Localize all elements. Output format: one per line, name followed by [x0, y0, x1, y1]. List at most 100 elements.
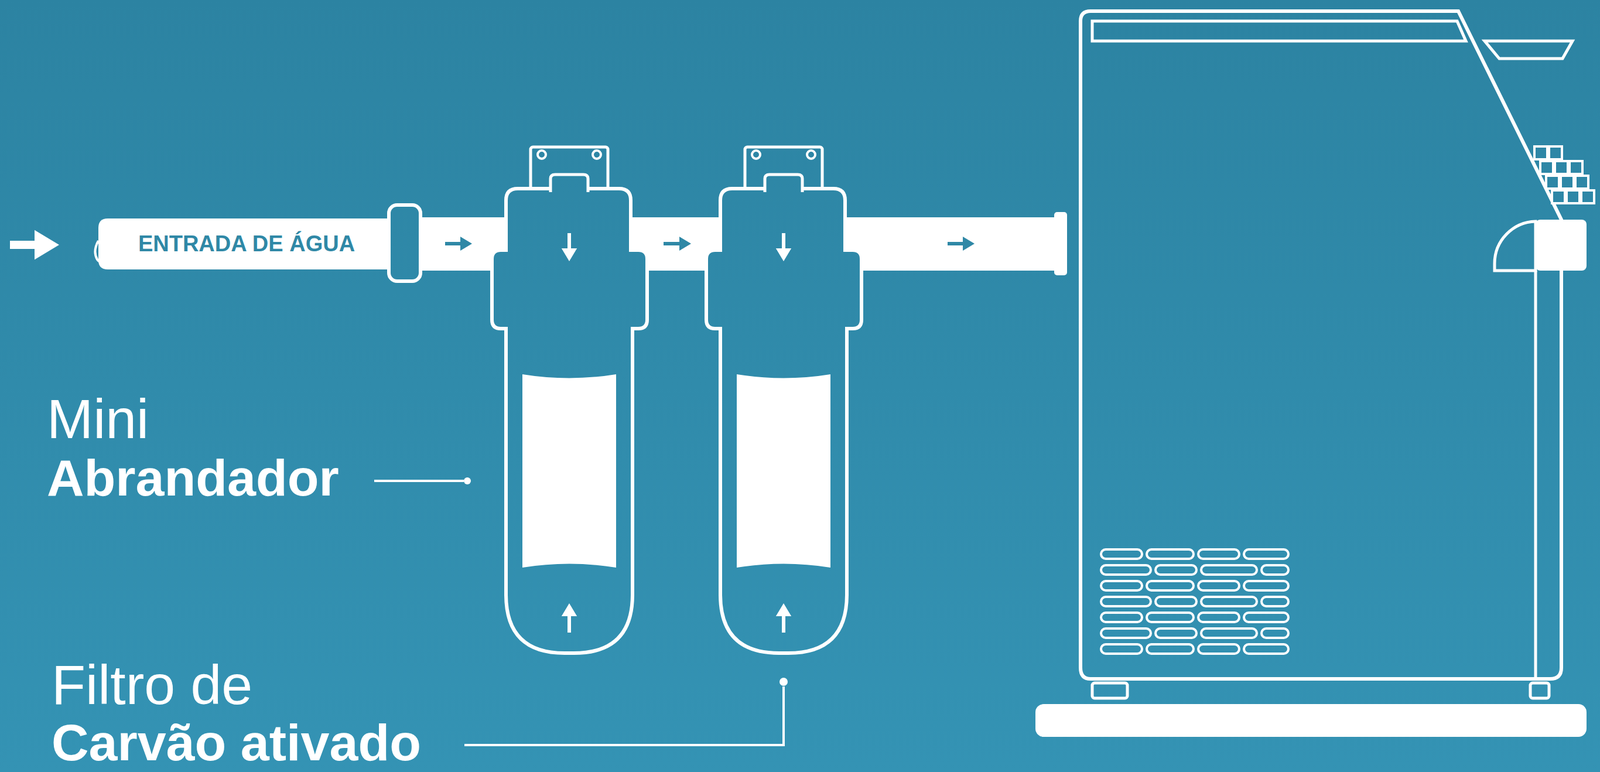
hose-body: [98, 218, 388, 270]
ice-cube: [1549, 146, 1562, 160]
vent-slot: [1101, 644, 1143, 654]
mounting-bracket: [744, 146, 823, 193]
softener-filter: [491, 146, 648, 654]
vent-slot: [1261, 596, 1289, 607]
flow-arrow-up-shaft: [567, 616, 572, 633]
leader-dot: [463, 477, 471, 485]
vent-slot: [1155, 596, 1197, 607]
vent-slot: [1155, 565, 1197, 575]
vent-slot: [1146, 549, 1194, 559]
flow-arrow-up: [561, 603, 577, 633]
flow-arrow-up-head: [775, 603, 792, 617]
vent-slot: [1243, 580, 1289, 591]
vent-slot: [1155, 628, 1197, 638]
bracket-screw: [807, 150, 816, 159]
hose-drip: [94, 240, 104, 262]
vent-slot: [1261, 628, 1289, 638]
inlet-arrow-head: [34, 230, 60, 260]
dispenser-box: [1535, 219, 1587, 271]
water-inlet-hose: ENTRADA DE ÁGUA: [93, 217, 388, 271]
ice-cube: [1566, 190, 1580, 204]
flow-arrow-down-head: [561, 248, 577, 262]
filter-cartridge: [522, 374, 617, 568]
ice-cube: [1546, 175, 1560, 189]
vent-slot: [1146, 580, 1194, 591]
vent-slot: [1198, 549, 1240, 559]
vent-slot: [1198, 644, 1240, 654]
machine-cabinet: [1080, 11, 1562, 679]
vent-slot: [1101, 549, 1143, 559]
vent-slot: [1201, 596, 1257, 607]
dispenser-chute: [1494, 221, 1536, 271]
pipe-flow-arrow: [947, 236, 975, 251]
flow-arrow-up-shaft: [781, 616, 786, 633]
inlet-arrow-shaft: [9, 240, 35, 249]
carbon-filter: [706, 146, 862, 654]
ice-cube: [1581, 190, 1595, 204]
ice-cube: [1551, 190, 1565, 204]
ice-cube: [1540, 161, 1554, 174]
pipe-flow-arrow-shaft: [445, 241, 461, 246]
pipe-flow-arrow: [445, 236, 473, 251]
vent-slot: [1101, 580, 1143, 591]
flow-arrow-down: [775, 233, 792, 262]
pipe-flow-arrow-head: [962, 236, 975, 251]
pipe-coupling: [388, 204, 421, 282]
housing-cap-notch: [764, 174, 803, 193]
mounting-bracket: [530, 146, 608, 193]
vent-slot: [1261, 565, 1289, 575]
vent-slot: [1101, 565, 1151, 575]
bracket-screw: [751, 150, 761, 159]
flow-arrow-down: [561, 233, 577, 262]
ice-cube: [1569, 161, 1583, 174]
pipe-flow-arrow: [663, 236, 692, 251]
vent-slot: [1243, 549, 1289, 559]
vent-slot: [1101, 628, 1151, 638]
pipe-flow-arrow-head: [460, 236, 473, 251]
flow-arrow-up: [775, 603, 792, 633]
leader-dot: [779, 677, 788, 686]
machine-foot: [1530, 682, 1550, 699]
ice-machine: [1035, 11, 1595, 737]
vent-slot: [1146, 644, 1194, 654]
flow-arrow-up-head: [561, 603, 577, 617]
leader-line: [464, 686, 784, 745]
ice-cube: [1560, 175, 1574, 189]
vent-slot: [1243, 644, 1289, 654]
top-vent-strip: [1092, 21, 1466, 41]
ice-cube: [1534, 146, 1548, 160]
vent-slot: [1101, 596, 1151, 607]
flow-arrow-down-shaft: [781, 233, 786, 249]
vent-slot: [1201, 628, 1257, 638]
vent-slot: [1198, 580, 1240, 591]
leader-line: [374, 479, 464, 482]
flow-arrow-down-shaft: [567, 233, 572, 249]
label-bold: Carvão ativado: [51, 716, 422, 769]
pipe-flow-arrow-shaft: [947, 241, 963, 246]
bracket-screw: [537, 150, 546, 159]
housing-cap-notch: [550, 174, 588, 193]
ice-cube: [1575, 175, 1589, 189]
label-light: Mini: [46, 391, 149, 447]
vent-slot: [1146, 612, 1194, 622]
label-bold: Abrandador: [46, 452, 340, 504]
filter-housing: [706, 188, 862, 654]
ice-scoop: [1484, 40, 1573, 59]
inlet-arrow: [9, 230, 60, 260]
vent-slot: [1243, 612, 1289, 622]
vent-slot: [1201, 565, 1257, 575]
label-light: Filtro de: [51, 657, 253, 713]
bracket-screw: [592, 150, 601, 159]
filter-housing: [491, 188, 648, 654]
machine-base: [1035, 703, 1587, 737]
pipe-end-cap: [1054, 212, 1068, 276]
inlet-label: ENTRADA DE ÁGUA: [138, 231, 355, 257]
machine-foot: [1092, 682, 1128, 699]
filter-cartridge: [736, 374, 831, 568]
front-panel-line: [1534, 270, 1538, 679]
vent-slot: [1101, 612, 1143, 622]
ice-cube: [1554, 161, 1568, 174]
pipe-flow-arrow-shaft: [663, 241, 680, 246]
